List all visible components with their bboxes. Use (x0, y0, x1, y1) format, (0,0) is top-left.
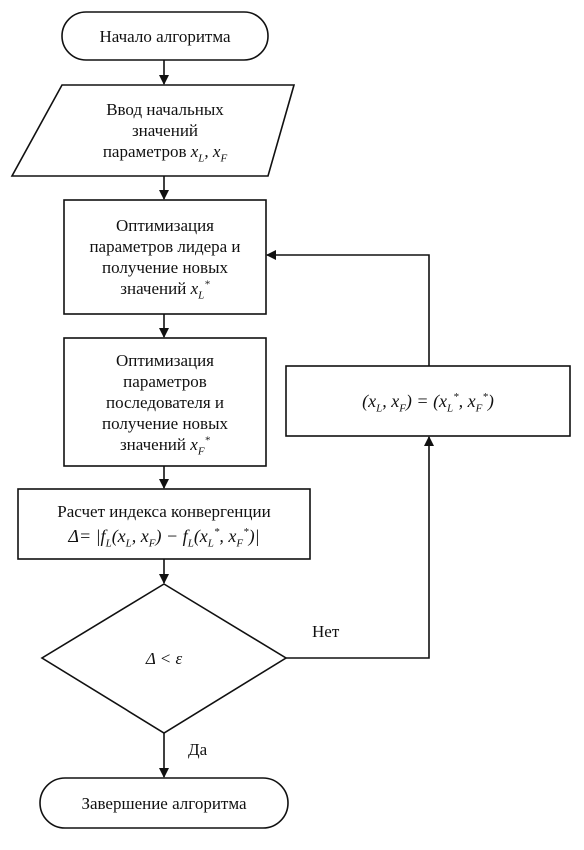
follower-line-2: параметров (123, 371, 207, 391)
start-label: Начало алгоритма (99, 26, 231, 46)
follower-math: xF* (190, 433, 211, 457)
follower-line-1: Оптимизация (115, 350, 215, 370)
input-node: Ввод начальных значений параметров xL, x… (40, 85, 290, 176)
start-terminator: Начало алгоритма (62, 12, 268, 60)
input-line-2: значений (131, 121, 199, 140)
decision-node: Δ < ε (104, 638, 224, 678)
follower-line-5: значений (119, 434, 187, 454)
follower-node: Оптимизация параметров последователя и п… (64, 338, 266, 466)
convergence-line-1: Расчет индекса конвергенции (57, 502, 271, 521)
input-parallelogram-shape (10, 84, 296, 177)
update-node: (xL, xF) = (xL*, xF*) (286, 366, 570, 436)
convergence-formula: Δ= |fL(xL, xF) − fL(xL*, xF*)| (68, 526, 260, 550)
no-branch-label: Нет (312, 622, 340, 641)
update-formula: (xL, xF) = (xL*, xF*) (362, 390, 494, 415)
leader-line-4: значений (120, 279, 187, 298)
follower-line-4: получение новых (102, 413, 228, 433)
input-line-1: Ввод начальных (106, 100, 224, 119)
convergence-node: Расчет индекса конвергенции Δ= |fL(xL, x… (18, 489, 310, 559)
decision-label: Δ < ε (145, 648, 183, 668)
input-line-3: параметров (102, 142, 187, 161)
yes-branch-label: Да (188, 740, 208, 759)
leader-line-3: получение новых (102, 258, 228, 277)
leader-node: Оптимизация параметров лидера и получени… (64, 200, 266, 314)
leader-line-2: параметров лидера и (89, 237, 241, 256)
start-terminator-shape (61, 11, 269, 61)
follower-process-shape (63, 337, 267, 467)
input-math: xL, xF (190, 142, 228, 165)
end-terminator: Завершение алгоритма (40, 778, 288, 828)
follower-line-3: последователя и (105, 392, 225, 412)
leader-math: xL* (190, 278, 210, 302)
end-terminator-shape (39, 777, 289, 829)
leader-line-1: Оптимизация (115, 216, 215, 235)
end-label: Завершение алгоритма (81, 793, 247, 813)
